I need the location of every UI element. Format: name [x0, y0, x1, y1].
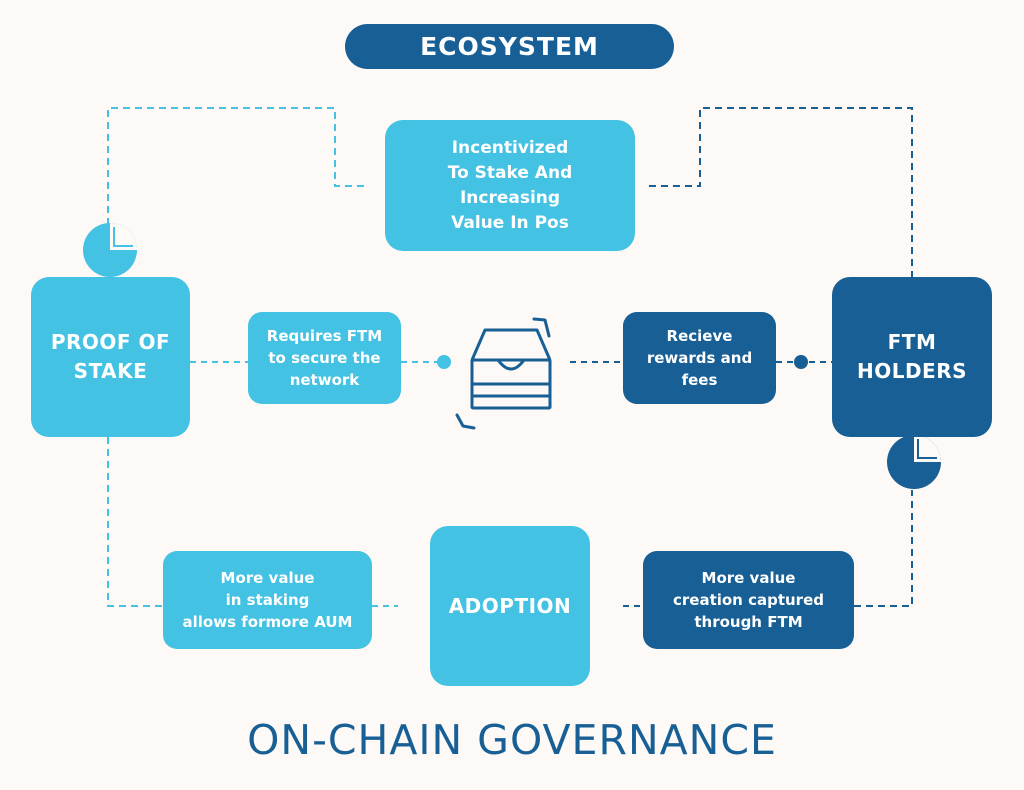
pie-chart-icon — [887, 435, 941, 489]
connector-dot-left — [437, 355, 451, 369]
receive-rewards-label: Recieve rewards and fees — [646, 327, 753, 389]
more-value-staking-box: More value in staking allows formore AUM — [163, 551, 372, 649]
connector-bottom-left — [107, 437, 163, 607]
more-value-staking-label: More value in staking allows formore AUM — [182, 569, 353, 631]
connector-bottom-right — [854, 490, 913, 607]
requires-ftm-label: Requires FTM to secure the network — [266, 327, 383, 389]
incentive-box: Incentivized To Stake And Increasing Val… — [385, 120, 635, 251]
ftm-holders-label: FTM HOLDERS — [856, 330, 968, 383]
ftm-holders-box: FTM HOLDERS — [832, 277, 992, 437]
proof-of-stake-label: PROOF OF STAKE — [50, 330, 171, 383]
governance-title: ON-CHAIN GOVERNANCE — [247, 716, 777, 764]
connector-top-right — [649, 107, 913, 277]
incentive-label: Incentivized To Stake And Increasing Val… — [447, 137, 573, 233]
connector-top-left — [107, 107, 368, 225]
adoption-box: ADOPTION — [430, 526, 590, 686]
inbox-tray-icon — [455, 317, 552, 430]
more-value-creation-label: More value creation captured through FTM — [672, 569, 824, 631]
requires-ftm-box: Requires FTM to secure the network — [248, 312, 401, 404]
ecosystem-title: ECOSYSTEM — [420, 32, 599, 61]
connector-dot-right — [794, 355, 808, 369]
ecosystem-title-pill: ECOSYSTEM — [345, 24, 674, 69]
proof-of-stake-box: PROOF OF STAKE — [31, 277, 190, 437]
more-value-creation-box: More value creation captured through FTM — [643, 551, 854, 649]
receive-rewards-box: Recieve rewards and fees — [623, 312, 776, 404]
adoption-label: ADOPTION — [448, 593, 572, 618]
pie-chart-icon — [83, 223, 137, 277]
